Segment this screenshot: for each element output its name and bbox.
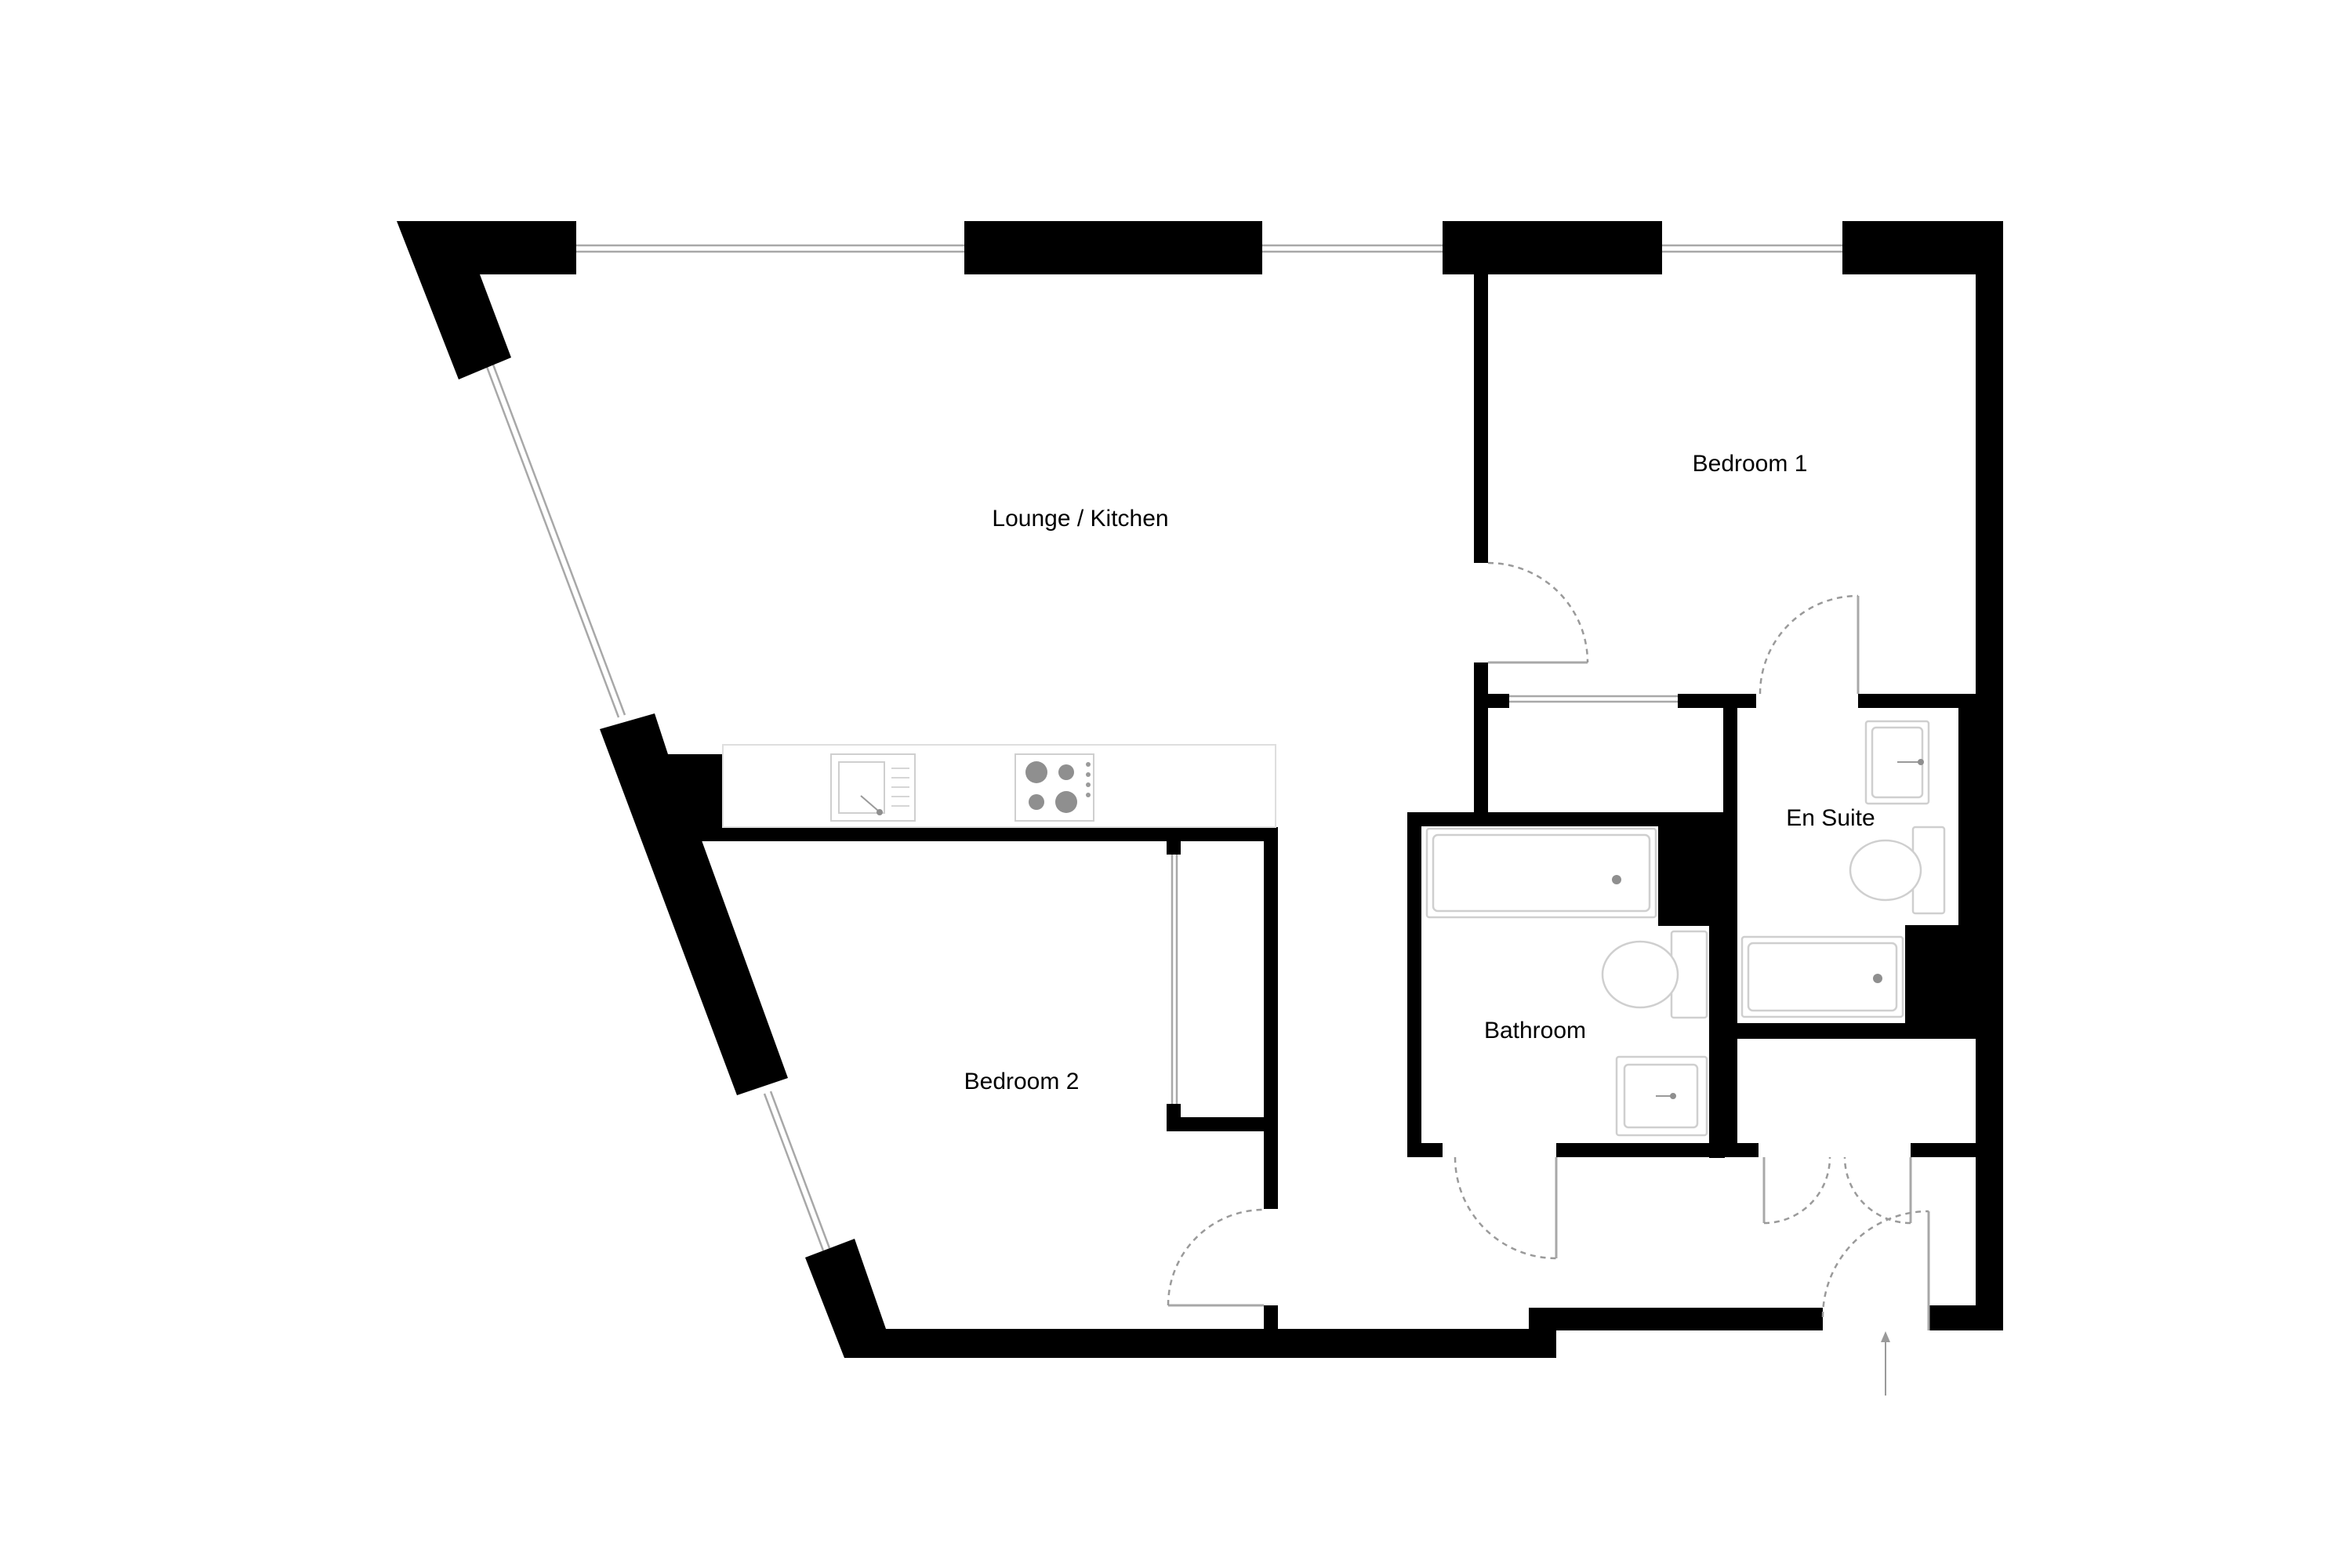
basin-icon <box>1864 720 1930 805</box>
walls <box>397 221 2003 1358</box>
entrance-arrow-icon <box>1881 1331 1890 1396</box>
bathroom-fixtures <box>1425 827 1708 1137</box>
bathroom-door[interactable] <box>1454 1156 1558 1260</box>
bathtub-icon <box>1740 935 1904 1018</box>
hob-icon <box>1014 753 1094 822</box>
windows <box>485 244 1842 1251</box>
room-label-bedroom-2: Bedroom 2 <box>964 1069 1080 1094</box>
doors <box>1167 561 1930 1330</box>
bedroom-1-door[interactable] <box>1487 561 1589 664</box>
kitchen-counter <box>722 744 1276 828</box>
room-label-bathroom: Bathroom <box>1484 1018 1586 1044</box>
cupboard-sliding-doors <box>1509 695 1678 703</box>
toilet-icon <box>1849 826 1946 915</box>
store-cupboard-doors[interactable] <box>1762 1156 1912 1225</box>
bathtub-icon <box>1425 827 1657 919</box>
en-suite-door[interactable] <box>1759 594 1860 695</box>
room-labels: Lounge / Kitchen Bedroom 1 En Suite Bedr… <box>964 451 1875 1094</box>
room-label-en-suite: En Suite <box>1786 805 1875 831</box>
en-suite-fixtures <box>1740 720 1946 1018</box>
bedroom-2-door[interactable] <box>1167 1208 1265 1307</box>
toilet-icon <box>1601 930 1708 1019</box>
room-label-lounge-kitchen: Lounge / Kitchen <box>992 506 1168 532</box>
basin-icon <box>1615 1055 1708 1137</box>
entrance-door[interactable] <box>1821 1210 1930 1330</box>
wardrobe-sliding-doors <box>1171 855 1178 1104</box>
sink-icon <box>830 753 916 822</box>
room-label-bedroom-1: Bedroom 1 <box>1693 451 1808 477</box>
